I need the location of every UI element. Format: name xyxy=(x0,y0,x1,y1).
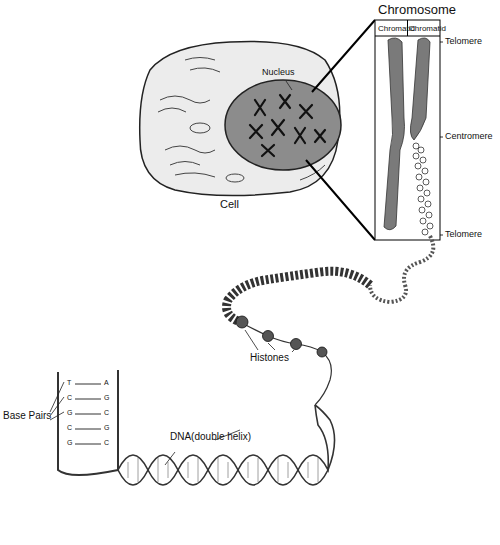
dna-helix xyxy=(118,405,335,485)
chromosomes-in-nucleus xyxy=(250,95,325,156)
telomere-label: Telomere xyxy=(445,230,482,240)
dna-label: DNA(double helix) xyxy=(170,431,251,442)
base-letter: T xyxy=(67,379,71,387)
histone-leaders xyxy=(245,330,294,352)
histones-label: Histones xyxy=(250,352,289,363)
base-letter: G xyxy=(67,439,72,447)
chromosome-frame xyxy=(375,20,440,240)
label-ticks xyxy=(440,42,443,235)
base-pair-leaders xyxy=(50,382,64,420)
base-letter: C xyxy=(67,394,72,402)
ladder-rails xyxy=(58,370,118,475)
coiled-fiber xyxy=(370,236,433,302)
base-letter: C xyxy=(67,424,72,432)
chromatid-label: Chromatid xyxy=(409,25,446,34)
chromosome-title: Chromosome xyxy=(378,3,456,17)
base-letter: C xyxy=(104,409,109,417)
base-pairs-label: Base Pairs xyxy=(3,410,51,421)
base-letter: G xyxy=(67,409,72,417)
telomere-label: Telomere xyxy=(445,37,482,47)
nucleus xyxy=(225,80,341,170)
cell-label: Cell xyxy=(220,198,239,210)
ladder-rungs xyxy=(75,384,101,444)
base-letter: C xyxy=(104,439,109,447)
linker-dna xyxy=(240,322,331,405)
base-letter: G xyxy=(104,424,109,432)
nucleus-label: Nucleus xyxy=(262,68,295,78)
centromere-label: Centromere xyxy=(445,132,493,142)
uncoiled-chromatin xyxy=(413,143,433,235)
base-letter: A xyxy=(104,379,109,387)
solenoid-fiber xyxy=(227,271,371,322)
nucleus-leader xyxy=(286,81,292,90)
zoom-lines xyxy=(306,20,375,240)
histone-beads xyxy=(236,316,327,357)
base-letter: G xyxy=(104,394,109,402)
helix-rungs xyxy=(128,458,318,482)
chromatid-right xyxy=(410,38,430,140)
chromatid-left xyxy=(384,38,405,230)
